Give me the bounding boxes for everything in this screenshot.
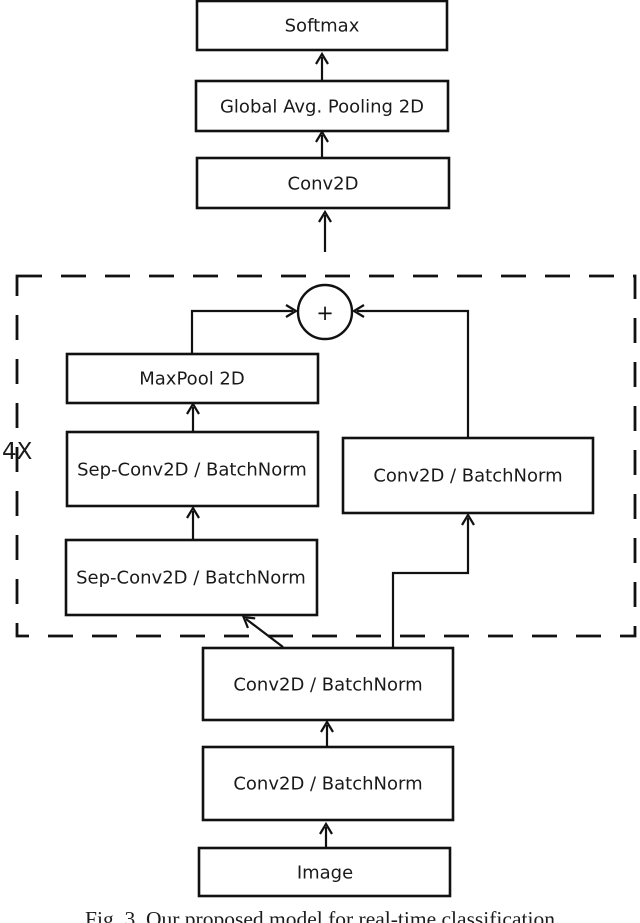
node-softmax-label: Softmax [285, 16, 360, 37]
node-sep-conv-upper-label: Sep-Conv2D / BatchNorm [77, 460, 307, 481]
repeat-count-label: 4X [2, 439, 33, 465]
arrow-convbn-mid-to-sep2 [241, 615, 284, 648]
arrow-convbn-mid-to-convbn-right [391, 512, 475, 648]
add-symbol: + [316, 301, 334, 325]
node-global-avg-pooling-label: Global Avg. Pooling 2D [220, 97, 424, 118]
node-maxpool-label: MaxPool 2D [139, 369, 245, 390]
node-image: Image [197, 846, 452, 898]
repeat-block-dashed-border [15, 274, 637, 638]
node-conv-bn-low: Conv2D / BatchNorm [201, 745, 455, 822]
node-conv-bn-mid: Conv2D / BatchNorm [201, 646, 455, 722]
figure-caption-text: Fig. 3. Our proposed model for real-time… [85, 907, 555, 923]
node-sep-conv-upper: Sep-Conv2D / BatchNorm [65, 430, 320, 508]
node-sep-conv-lower: Sep-Conv2D / BatchNorm [64, 538, 319, 617]
node-conv-bn-right: Conv2D / BatchNorm [341, 436, 595, 515]
node-conv2d: Conv2D [195, 156, 451, 210]
node-global-avg-pooling: Global Avg. Pooling 2D [194, 79, 450, 133]
node-sep-conv-lower-label: Sep-Conv2D / BatchNorm [76, 568, 306, 589]
node-softmax: Softmax [195, 0, 449, 52]
node-conv-bn-low-label: Conv2D / BatchNorm [233, 774, 422, 795]
arrow-maxpool-to-add [190, 304, 299, 353]
figure-caption: Fig. 3. Our proposed model for real-time… [0, 901, 640, 923]
node-conv-bn-mid-label: Conv2D / BatchNorm [233, 675, 422, 696]
node-add-junction: + [296, 283, 354, 341]
arrow-convbn-right-to-add [351, 304, 470, 437]
node-image-label: Image [297, 863, 353, 884]
node-conv-bn-right-label: Conv2D / BatchNorm [373, 466, 562, 487]
node-conv2d-label: Conv2D [288, 174, 359, 195]
node-maxpool: MaxPool 2D [65, 352, 320, 405]
